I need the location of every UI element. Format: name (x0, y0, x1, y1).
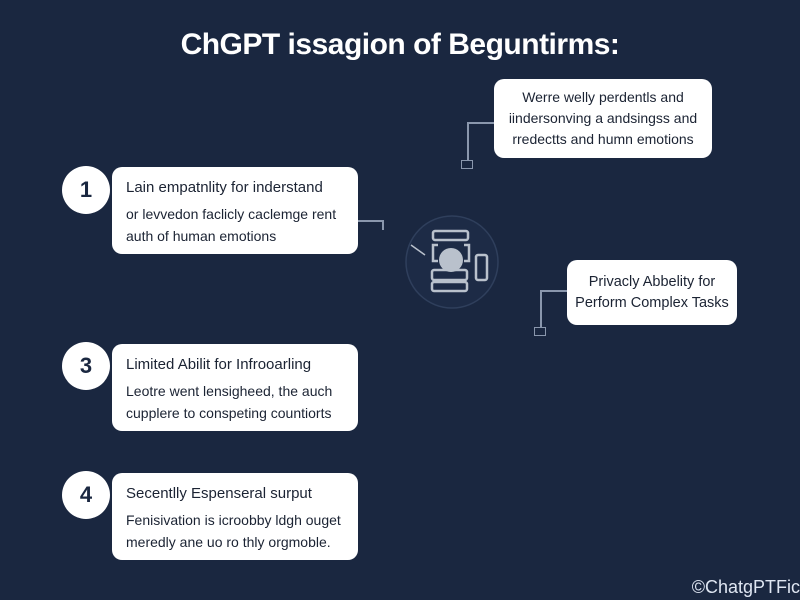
connector-line (467, 122, 494, 124)
connector-line (540, 290, 542, 328)
item-heading: Secentlly Espenseral surput (126, 485, 312, 502)
step-number-1: 1 (62, 166, 110, 214)
item-line: Leotre went lensigheed, the auch (126, 383, 333, 399)
connector-line (358, 220, 383, 222)
card-line: iindersonving a andsingss and (508, 110, 698, 126)
item-line: cupplere to conspeting countiorts (126, 405, 332, 421)
central-ai-icon (405, 215, 499, 309)
connector-end-icon (534, 327, 546, 336)
item-line: or levvedon faclicly caclemge rent (126, 206, 337, 222)
connector-line (382, 220, 384, 230)
connector-line (540, 290, 567, 292)
item-line: auth of human emotions (126, 228, 277, 244)
item-card-4: Secentlly Espenseral surput Fenisivation… (112, 473, 358, 560)
card-line: Privacly Abbelity for (588, 273, 716, 290)
item-card-3: Limited Abilit for Infrooarling Leotre w… (112, 344, 358, 431)
top-right-card: Werre welly perdentls and iindersonving … (494, 79, 712, 158)
card-line: rredectts and humn emotions (512, 131, 694, 147)
card-line: Perform Complex Tasks (575, 294, 729, 311)
item-heading: Limited Abilit for Infrooarling (126, 356, 312, 373)
watermark: ©ChatgPTFic (691, 577, 800, 597)
item-card-1: Lain empatnlity for inderstand or levved… (112, 167, 358, 254)
page-title: ChGPT issagion of Beguntirms: (180, 28, 620, 61)
step-number-4: 4 (62, 471, 110, 519)
step-number-3: 3 (62, 342, 110, 390)
card-line: Werre welly perdentls and (522, 89, 684, 105)
item-line: Fenisivation is icroobby ldgh ouget (126, 512, 341, 528)
item-line: meredly ane uo ro thly orgmoble. (126, 534, 331, 550)
item-heading: Lain empatnlity for inderstand (126, 179, 323, 196)
connector-line (467, 122, 469, 160)
right-card: Privacly Abbelity for Perform Complex Ta… (567, 260, 737, 325)
connector-end-icon (461, 160, 473, 169)
